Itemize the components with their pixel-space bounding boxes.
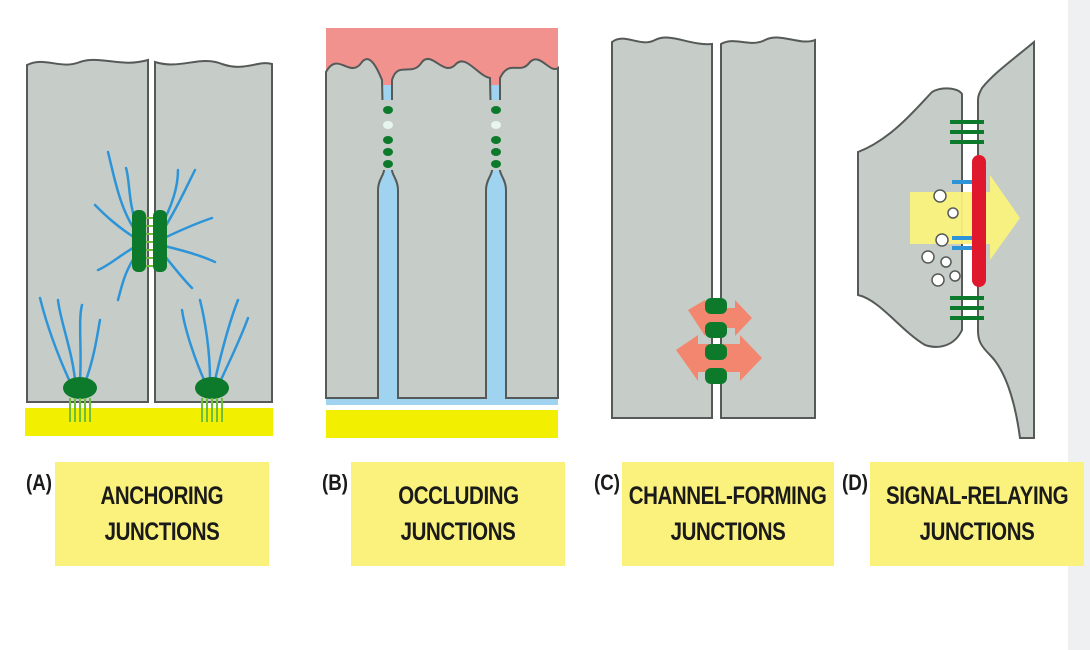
panel-c-letter: (C) xyxy=(594,470,620,495)
postsynaptic-cell xyxy=(977,39,1035,439)
panel-b-label: OCCLUDING JUNCTIONS xyxy=(351,462,565,566)
cell-left xyxy=(26,58,149,403)
gap-junction-channels xyxy=(705,298,727,384)
panel-a-label: ANCHORING JUNCTIONS xyxy=(55,462,269,566)
panel-b-occluding-diagram xyxy=(325,28,559,438)
cell-right xyxy=(154,60,273,403)
receptor-membrane xyxy=(972,155,986,287)
panel-c-channel-forming-diagram xyxy=(611,36,816,419)
panel-d-label-line1: SIGNAL-RELAYING xyxy=(885,482,1069,510)
desmosome-plaque-right xyxy=(153,210,167,272)
panel-a-anchoring-diagram xyxy=(25,58,273,436)
cell-right xyxy=(499,58,559,399)
panel-b-label-line1: OCCLUDING xyxy=(397,482,519,510)
basal-lamina xyxy=(25,408,273,436)
basal-lamina xyxy=(326,410,558,438)
panel-c-label: CHANNEL-FORMING JUNCTIONS xyxy=(622,462,834,566)
synaptic-vesicles xyxy=(921,189,961,287)
panel-d-label-line2: JUNCTIONS xyxy=(919,518,1035,546)
panel-d-signal-relaying-diagram xyxy=(857,39,1035,439)
cell-middle xyxy=(391,58,494,399)
cell-left xyxy=(325,58,386,399)
cell-left xyxy=(611,36,713,419)
panel-a-letter: (A) xyxy=(26,470,52,495)
panel-d-label: SIGNAL-RELAYING JUNCTIONS xyxy=(870,462,1084,566)
panel-c-label-line2: JUNCTIONS xyxy=(670,518,786,546)
exchange-arrow-upper xyxy=(688,300,752,336)
panel-c-label-line1: CHANNEL-FORMING xyxy=(629,482,827,510)
hemidesmosome-left xyxy=(63,377,97,399)
panel-b-label-line2: JUNCTIONS xyxy=(400,518,516,546)
integrin-anchors xyxy=(69,398,223,422)
cytoskeletal-filaments xyxy=(38,150,250,384)
panel-b-letter: (B) xyxy=(322,470,348,495)
desmosome-plaque-left xyxy=(132,210,146,272)
panel-a-label-line1: ANCHORING xyxy=(100,482,224,510)
adhesion-bars-top xyxy=(950,120,984,144)
tight-junction-strands xyxy=(383,106,501,168)
hemidesmosome-right xyxy=(195,377,229,399)
junction-diagrams xyxy=(25,28,1035,439)
panel-d-letter: (D) xyxy=(842,470,868,495)
panel-a-label-line2: JUNCTIONS xyxy=(104,518,220,546)
desmosome-linkers xyxy=(146,217,153,267)
adhesion-bars-bottom xyxy=(950,296,984,320)
release-sites xyxy=(952,180,972,250)
